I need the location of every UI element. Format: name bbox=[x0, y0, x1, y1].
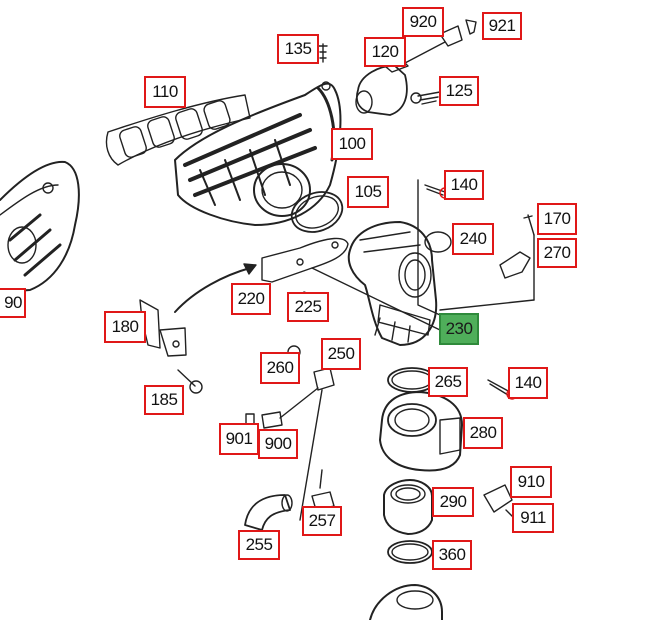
callout-900[interactable]: 900 bbox=[258, 429, 298, 459]
housing-120 bbox=[356, 42, 445, 115]
connector-900 bbox=[262, 412, 282, 428]
seal-920 bbox=[440, 26, 462, 46]
callout-110[interactable]: 110 bbox=[144, 76, 186, 108]
hose-255 bbox=[245, 495, 292, 530]
callout-125[interactable]: 125 bbox=[439, 76, 479, 106]
gasket-110 bbox=[106, 95, 250, 165]
callout-240[interactable]: 240 bbox=[452, 223, 494, 255]
oring-105 bbox=[286, 185, 348, 238]
callout-250[interactable]: 250 bbox=[321, 338, 361, 370]
callout-270[interactable]: 270 bbox=[537, 238, 577, 268]
bracket-220 bbox=[262, 238, 440, 330]
lower-pipe-part bbox=[370, 585, 442, 620]
callout-180[interactable]: 180 bbox=[104, 311, 146, 343]
callout-280[interactable]: 280 bbox=[463, 417, 503, 449]
bolt-185 bbox=[178, 370, 202, 393]
callout-255[interactable]: 255 bbox=[238, 530, 280, 560]
throttle-body-280 bbox=[380, 392, 462, 470]
oring-360 bbox=[388, 541, 432, 563]
connector-257 bbox=[312, 470, 334, 510]
callout-170[interactable]: 170 bbox=[537, 203, 577, 235]
callout-911[interactable]: 911 bbox=[512, 503, 554, 533]
callout-360[interactable]: 360 bbox=[432, 540, 472, 570]
callout-901[interactable]: 901 bbox=[219, 423, 259, 455]
bracket-910 bbox=[484, 485, 512, 512]
callout-230-selected[interactable]: 230 bbox=[439, 313, 479, 345]
housing-230 bbox=[349, 222, 436, 345]
callout-220[interactable]: 220 bbox=[231, 283, 271, 315]
callout-265[interactable]: 265 bbox=[428, 367, 468, 397]
bracket-270 bbox=[440, 235, 534, 310]
adapter-290 bbox=[384, 480, 432, 534]
callout-140-lower[interactable]: 140 bbox=[508, 367, 548, 399]
callout-90[interactable]: 90 bbox=[0, 288, 26, 318]
callout-257[interactable]: 257 bbox=[302, 506, 342, 536]
callout-140-upper[interactable]: 140 bbox=[444, 170, 484, 200]
callout-100[interactable]: 100 bbox=[331, 128, 373, 160]
callout-290[interactable]: 290 bbox=[432, 487, 474, 517]
left-manifold-part bbox=[0, 162, 79, 292]
bolt-170 bbox=[524, 215, 534, 235]
callout-105[interactable]: 105 bbox=[347, 176, 389, 208]
bolt-135 bbox=[319, 44, 327, 62]
install-arrow bbox=[175, 264, 256, 312]
plug-921 bbox=[466, 20, 476, 34]
callout-921[interactable]: 921 bbox=[482, 12, 522, 40]
bolt-125 bbox=[411, 92, 440, 104]
callout-135[interactable]: 135 bbox=[277, 34, 319, 64]
callout-120[interactable]: 120 bbox=[364, 37, 406, 67]
callout-185[interactable]: 185 bbox=[144, 385, 184, 415]
callout-910[interactable]: 910 bbox=[510, 466, 552, 498]
ring-240 bbox=[425, 232, 451, 252]
callout-260[interactable]: 260 bbox=[260, 352, 300, 384]
callout-920[interactable]: 920 bbox=[402, 7, 444, 37]
intake-manifold-100 bbox=[175, 82, 340, 225]
callout-225[interactable]: 225 bbox=[287, 292, 329, 322]
